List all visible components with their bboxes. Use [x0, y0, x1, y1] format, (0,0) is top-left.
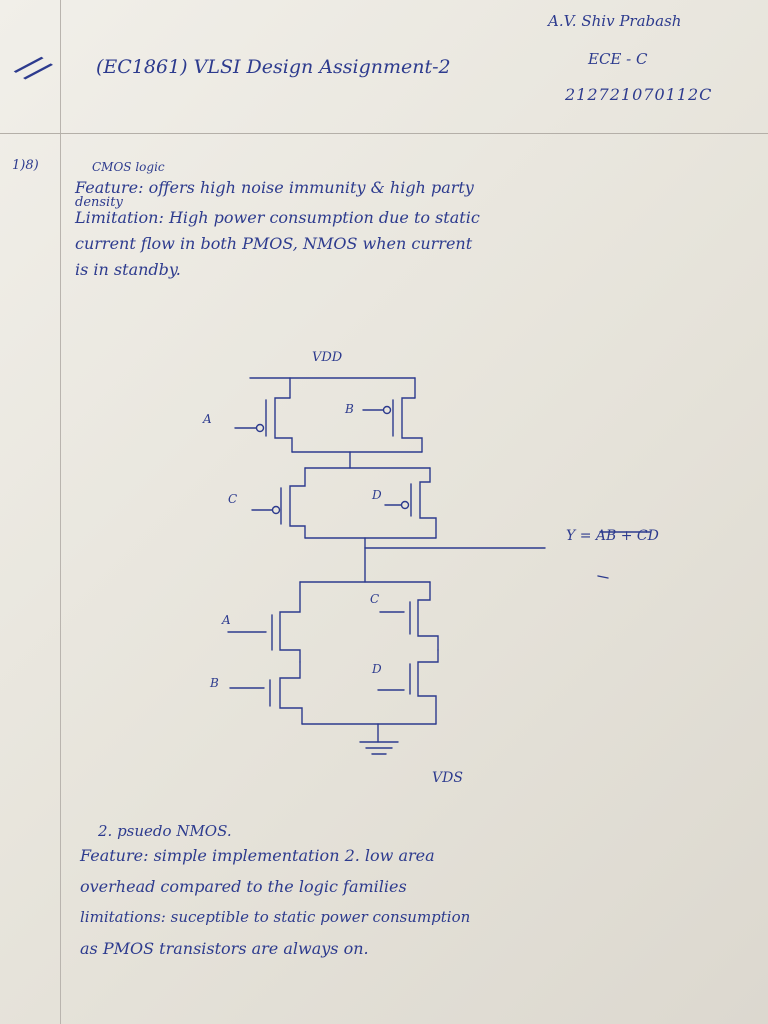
- cmos-circuit-diagram: [227, 377, 651, 755]
- note-line: limitations: suceptible to static power …: [80, 908, 471, 926]
- student-name: A.V. Shiv Prabash: [548, 12, 682, 30]
- input-label-d-nmos: D: [372, 662, 382, 676]
- roll-number: 212721070112C: [565, 85, 713, 104]
- note-line: Limitation: High power consumption due t…: [75, 208, 480, 227]
- header-rule: [0, 133, 768, 134]
- vss-label: VDS: [432, 770, 463, 786]
- input-label-a: A: [203, 412, 212, 426]
- input-label-d: D: [372, 488, 382, 502]
- output-equation: Y = AB + CD: [566, 528, 659, 544]
- vdd-label: VDD: [312, 350, 343, 365]
- input-label-b: B: [345, 402, 354, 416]
- input-label-b-nmos: B: [210, 676, 219, 690]
- note-line: Feature: offers high noise immunity & hi…: [75, 178, 474, 197]
- double-slash-mark: //: [12, 45, 55, 91]
- note-line: as PMOS transistors are always on.: [80, 939, 369, 958]
- input-label-a-nmos: A: [222, 613, 231, 627]
- section-heading-pseudo-nmos: 2. psuedo NMOS.: [98, 822, 232, 840]
- note-line: overhead compared to the logic families: [80, 877, 407, 896]
- input-label-c: C: [228, 492, 238, 506]
- note-line: Feature: simple implementation 2. low ar…: [80, 846, 435, 865]
- department: ECE - C: [588, 50, 648, 68]
- assignment-title: (EC1861) VLSI Design Assignment-2: [96, 56, 451, 78]
- margin-line: [60, 0, 61, 1024]
- note-line: density: [75, 195, 123, 210]
- note-line: current flow in both PMOS, NMOS when cur…: [75, 234, 473, 253]
- cmos-notes: Feature: offers high noise immunity & hi…: [75, 180, 745, 288]
- input-label-c-nmos: C: [370, 592, 380, 606]
- question-number: 1)8): [12, 158, 39, 173]
- note-line: is in standby.: [75, 260, 181, 279]
- section-heading-cmos: CMOS logic: [92, 160, 165, 174]
- pseudo-nmos-notes: Feature: simple implementation 2. low ar…: [80, 846, 760, 970]
